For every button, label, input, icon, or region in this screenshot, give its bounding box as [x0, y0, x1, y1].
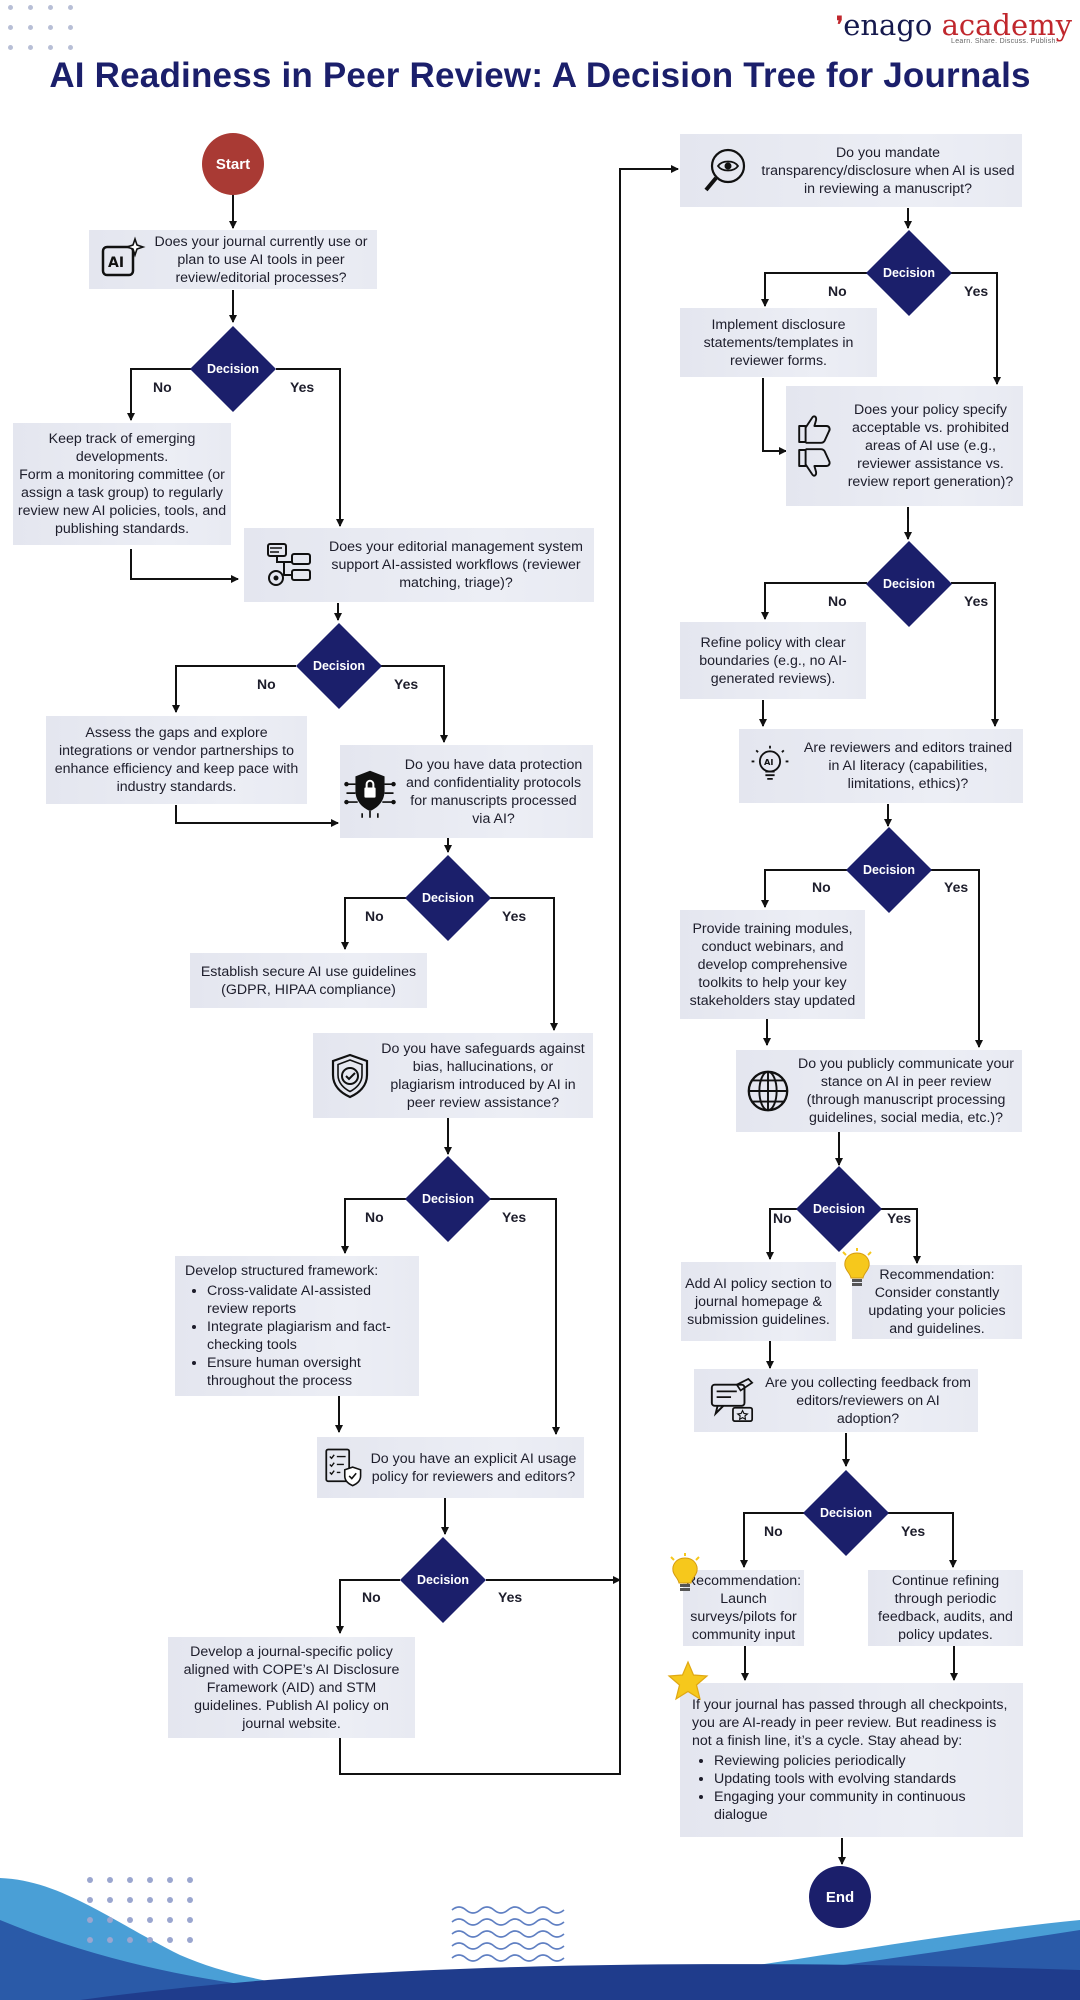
label-no: No: [365, 908, 384, 924]
label-no: No: [773, 1210, 792, 1226]
globe-icon: [747, 1070, 789, 1112]
workflow-icon: [267, 543, 311, 586]
decision-diamond-3: Decision: [405, 855, 491, 941]
decision-diamond-2: Decision: [296, 623, 382, 709]
final-intro: If your journal has passed through all c…: [692, 1697, 1008, 1749]
list-item: Ensure human oversight throughout the pr…: [207, 1354, 409, 1390]
label-no: No: [257, 676, 276, 692]
action-journal-policy: Develop a journal-specific policy aligne…: [168, 1637, 415, 1738]
decision-diamond-9: Decision: [796, 1166, 882, 1252]
decision-diamond-7: Decision: [866, 541, 952, 627]
framework-intro: Develop structured framework:: [185, 1263, 379, 1279]
svg-text:AI: AI: [108, 255, 124, 271]
label-yes: Yes: [944, 879, 969, 895]
label-yes: Yes: [887, 1210, 912, 1226]
question-editorial-system: Does your editorial management system su…: [244, 528, 594, 602]
action-continue-refining: Continue refining through periodic feedb…: [868, 1570, 1023, 1646]
label-no: No: [153, 379, 172, 395]
question-safeguards: Do you have safeguards against bias, hal…: [313, 1033, 593, 1118]
question-policy-areas: Does your policy specify acceptable vs. …: [786, 386, 1023, 506]
framework-list: Cross-validate AI-assisted review report…: [185, 1282, 409, 1390]
label-yes: Yes: [498, 1589, 523, 1605]
question-ai-tools-use: AI Does your journal currently use or pl…: [89, 230, 377, 289]
recommendation-launch-surveys: Recommendation: Launch surveys/pilots fo…: [683, 1570, 804, 1646]
feedback-chat-icon: [710, 1377, 754, 1422]
action-add-ai-policy-section: Add AI policy section to journal homepag…: [681, 1262, 836, 1341]
logo-academy: academy: [941, 8, 1072, 42]
question-collect-feedback: Are you collecting feedback from editors…: [694, 1369, 978, 1432]
question-ai-literacy: AI Are reviewers and editors trained in …: [739, 729, 1023, 803]
question-public-stance: Do you publicly communicate your stance …: [736, 1050, 1022, 1132]
svg-text:AI: AI: [764, 757, 773, 767]
shield-check-icon: [331, 1053, 369, 1098]
action-secure-guidelines: Establish secure AI use guidelines (GDPR…: [190, 953, 427, 1008]
lightbulb-icon: [842, 1248, 872, 1286]
label-no: No: [764, 1523, 783, 1539]
question-data-protection: Do you have data protection and confiden…: [340, 745, 593, 838]
label-no: No: [828, 283, 847, 299]
action-assess-gaps: Assess the gaps and explore integrations…: [46, 716, 307, 804]
action-training-modules: Provide training modules, conduct webina…: [680, 910, 865, 1019]
action-monitor-developments: Keep track of emerging developments.Form…: [13, 423, 231, 545]
label-no: No: [828, 593, 847, 609]
recommendation-update-policies: Recommendation: Consider constantly upda…: [852, 1265, 1022, 1339]
logo-tagline: Learn. Share. Discuss. Publish.: [951, 38, 1058, 45]
list-item: Cross-validate AI-assisted review report…: [207, 1282, 409, 1318]
ai-lightbulb-icon: AI: [751, 745, 789, 780]
label-no: No: [362, 1589, 381, 1605]
start-node: Start: [202, 133, 264, 195]
action-refine-policy: Refine policy with clear boundaries (e.g…: [680, 622, 866, 699]
decision-diamond-10: Decision: [803, 1470, 889, 1556]
question-transparency: Do you mandate transparency/disclosure w…: [680, 134, 1022, 207]
label-yes: Yes: [502, 1209, 527, 1225]
lightbulb-icon: [670, 1553, 700, 1591]
security-lock-icon: [344, 770, 396, 818]
page-title: AI Readiness in Peer Review: A Decision …: [49, 56, 1031, 95]
label-yes: Yes: [290, 379, 315, 395]
search-eye-icon: [704, 148, 746, 191]
action-structured-framework: Develop structured framework: Cross-vali…: [175, 1256, 419, 1396]
checklist-shield-icon: [325, 1448, 362, 1486]
list-item: Engaging your community in continuous di…: [714, 1788, 1013, 1824]
end-node: End: [809, 1866, 871, 1928]
enago-academy-logo: ❜enago academy Learn. Share. Discuss. Pu…: [836, 8, 1072, 45]
label-yes: Yes: [964, 283, 989, 299]
label-yes: Yes: [394, 676, 419, 692]
logo-brand: enago: [843, 8, 933, 42]
label-yes: Yes: [964, 593, 989, 609]
decision-diamond-6: Decision: [866, 230, 952, 316]
label-no: No: [812, 879, 831, 895]
decision-diamond-4: Decision: [405, 1156, 491, 1242]
question-ai-usage-policy: Do you have an explicit AI usage policy …: [317, 1437, 584, 1498]
label-yes: Yes: [502, 908, 527, 924]
thumbs-up-down-icon: [798, 415, 831, 477]
decision-diamond-8: Decision: [846, 827, 932, 913]
decorative-waves: [0, 1877, 1080, 2000]
final-list: Reviewing policies periodically Updating…: [692, 1752, 1013, 1824]
label-yes: Yes: [901, 1523, 926, 1539]
label-no: No: [365, 1209, 384, 1225]
list-item: Updating tools with evolving standards: [714, 1770, 1013, 1788]
decision-diamond-1: Decision: [190, 326, 276, 412]
decision-diamond-5: Decision: [400, 1537, 486, 1623]
ai-chip-icon: AI: [101, 235, 146, 276]
star-icon: [667, 1660, 709, 1701]
list-item: Reviewing policies periodically: [714, 1752, 1013, 1770]
list-item: Integrate plagiarism and fact-checking t…: [207, 1318, 409, 1354]
final-ai-ready-summary: If your journal has passed through all c…: [680, 1683, 1023, 1837]
action-disclosure-statements: Implement disclosure statements/template…: [680, 308, 877, 377]
